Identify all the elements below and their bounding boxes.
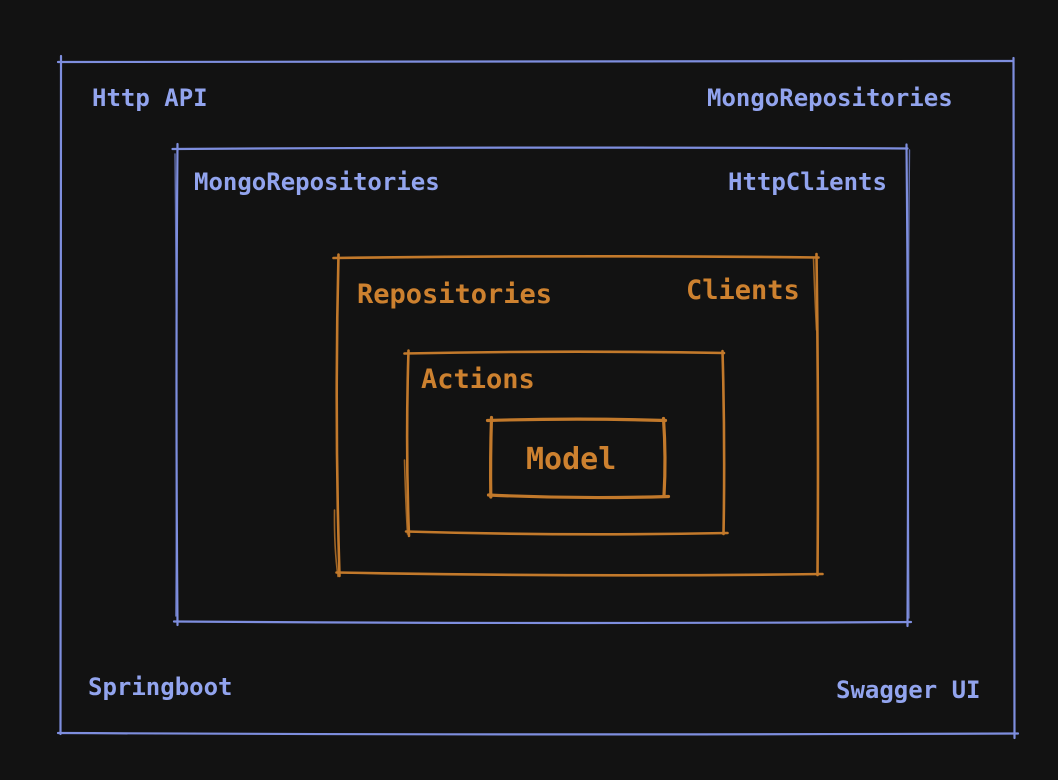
label-model: Model — [526, 442, 617, 477]
label-httpclients: HttpClients — [728, 168, 887, 196]
label-swagger-ui: Swagger UI — [836, 676, 981, 704]
label-repositories: Repositories — [357, 279, 553, 310]
label-mongorepositories-outer: MongoRepositories — [707, 84, 953, 112]
label-mongorepositories-inner: MongoRepositories — [194, 168, 440, 196]
interfaces-box — [332, 252, 824, 578]
label-http-api: Http API — [92, 84, 208, 112]
infrastructure-box — [171, 142, 913, 628]
model-box — [485, 415, 671, 500]
outer-box — [56, 54, 1020, 740]
label-actions: Actions — [421, 364, 535, 395]
label-clients: Clients — [686, 275, 800, 306]
actions-box — [403, 349, 729, 538]
label-springboot: Springboot — [88, 673, 233, 701]
